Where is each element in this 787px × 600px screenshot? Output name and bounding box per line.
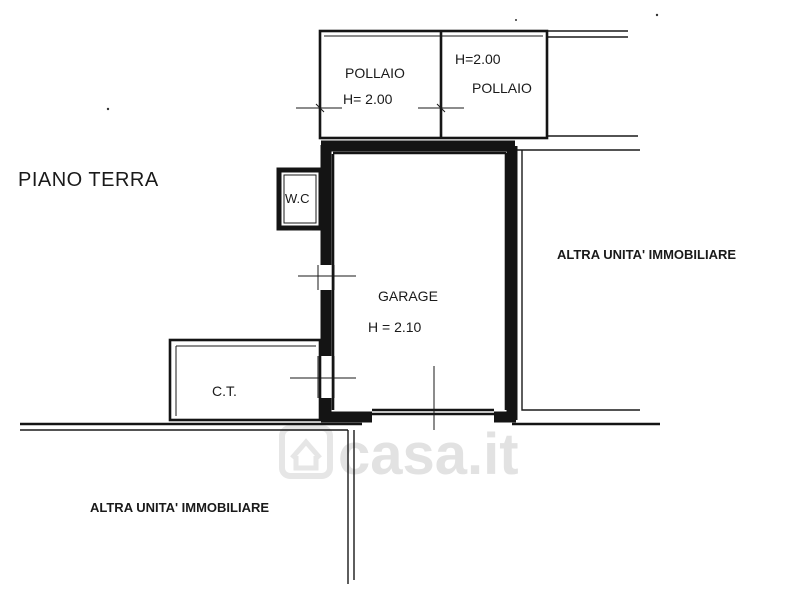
- wc-label: W.C: [285, 191, 310, 206]
- pollaio-right-name: POLLAIO: [472, 80, 532, 96]
- pollaio-block: [296, 29, 549, 140]
- wc-inner: [283, 174, 317, 224]
- right-neighbor-line-v: [521, 150, 640, 411]
- stray-dot-3: [515, 19, 517, 21]
- ct-block: [168, 338, 322, 422]
- stray-dot-2: [106, 107, 110, 111]
- garage-name: GARAGE: [378, 288, 438, 304]
- pollaio-outline: [318, 29, 549, 140]
- pollaio-left-height: H= 2.00: [343, 91, 393, 107]
- wc-block: [276, 167, 324, 231]
- watermark: casa.it: [279, 422, 519, 487]
- pollaio-right-height: H=2.00: [455, 51, 501, 67]
- garage-block: [290, 140, 518, 430]
- ct-label: C.T.: [212, 383, 237, 399]
- floor-title: PIANO TERRA: [18, 169, 159, 191]
- wc-wall: [276, 167, 324, 231]
- neighbor-bottom-label: ALTRA UNITA' IMMOBILIARE: [90, 500, 269, 515]
- watermark-roof-icon: [290, 438, 322, 471]
- garage-door-sill: [372, 408, 494, 416]
- ct-outline: [168, 338, 322, 422]
- watermark-text: casa.it: [338, 422, 519, 487]
- neighbor-right-label: ALTRA UNITA' IMMOBILIARE: [557, 247, 736, 262]
- pollaio-left-name: POLLAIO: [345, 65, 405, 81]
- garage-window-mark-2: [290, 356, 356, 398]
- pollaio-dim-left: [296, 90, 342, 134]
- garage-height: H = 2.10: [368, 319, 422, 335]
- pollaio-dim-right: [418, 90, 464, 134]
- property-lines: [20, 30, 660, 584]
- ct-inner: [175, 345, 316, 416]
- stray-dot-1: [655, 13, 659, 17]
- top-neighbor-line: [548, 30, 628, 38]
- watermark-house-icon: [279, 425, 333, 479]
- garage-window-mark-1: [298, 265, 356, 290]
